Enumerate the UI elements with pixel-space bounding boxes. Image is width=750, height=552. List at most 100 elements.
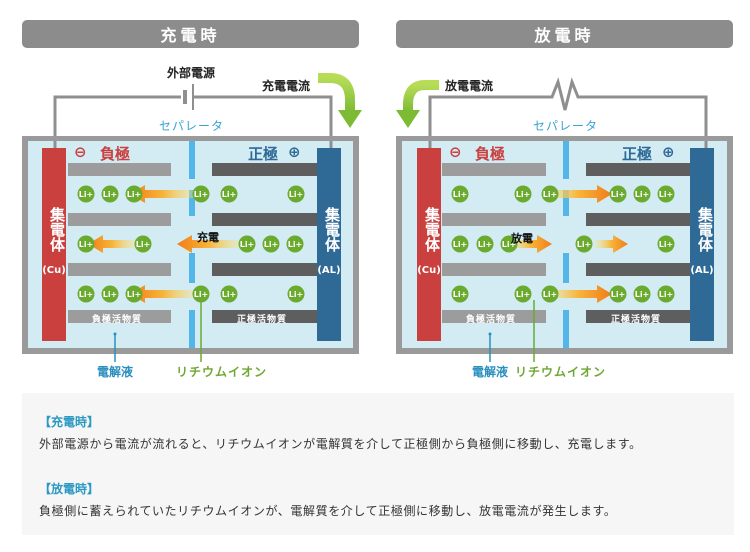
lithium-ion-icon	[657, 285, 675, 303]
lithium-ion-symbol: Li+	[127, 190, 142, 199]
lithium-ion-symbol: Li+	[79, 190, 94, 199]
lithium-ion-icon	[77, 285, 95, 303]
discharge-title: 放電時	[396, 20, 733, 48]
lithium-ion-icon	[451, 185, 469, 203]
ion-arrow	[545, 185, 612, 203]
ion-arrow	[177, 235, 240, 253]
lithium-ion-icon	[514, 285, 532, 303]
positive-electrode-label: 正極	[248, 145, 279, 163]
lithium-ion-icon	[262, 235, 280, 253]
lithium-ion-symbol: Li+	[79, 240, 94, 249]
lithium-ion-symbol: Li+	[635, 190, 650, 199]
discharge-lithium-ions: Li+ Li+ Li+ Li+ Li+ Li+ Li+ Li+ Li+ Li+ Li+ Li+ Li+ L…	[451, 185, 675, 303]
lithium-ion-icon	[286, 235, 304, 253]
charge-diagram: 充電時	[0, 0, 375, 385]
lithium-ion-icon	[541, 285, 559, 303]
discharge-battery-svg: Li+ Li+ Li+ Li+ Li+ Li+ Li+ Li+ Li+ Li+ Li+ Li+ Li+ L…	[396, 77, 733, 362]
lithium-ion-symbol: Li+	[103, 190, 118, 199]
external-wire	[53, 95, 333, 138]
negative-collector-material: (Cu)	[42, 265, 66, 276]
lithium-ion-label: リチウムイオン	[515, 365, 607, 379]
lithium-ion-symbol: Li+	[502, 240, 517, 249]
minus-icon: ⊖	[74, 143, 87, 161]
lithium-ion-symbol: Li+	[516, 290, 531, 299]
plus-icon: ⊕	[662, 143, 675, 161]
ion-arrow	[595, 235, 628, 253]
charge-description: 外部電源から電流が流れると、リチウムイオンが電解質を介して正極側から負極側に移動…	[39, 437, 642, 451]
plus-icon: ⊕	[288, 143, 301, 161]
external-wire	[428, 77, 708, 138]
discharge-heading: 【放電時】	[39, 482, 100, 496]
lithium-ion-icon	[192, 185, 210, 203]
positive-material-label: 正極活物質	[611, 315, 662, 325]
positive-material-label: 正極活物質	[237, 315, 288, 325]
ion-arrow	[130, 285, 196, 303]
lithium-ion-icon	[451, 235, 469, 253]
negative-electrode-label: 負極	[475, 145, 506, 163]
separator-label: セパレータ	[159, 119, 225, 133]
lithium-ion-symbol: Li+	[194, 290, 209, 299]
lithium-ion-icon	[514, 185, 532, 203]
lithium-ion-icon	[220, 285, 238, 303]
lithium-ion-label: リチウムイオン	[176, 365, 268, 379]
minus-icon: ⊖	[449, 143, 462, 161]
lithium-ion-icon	[125, 185, 143, 203]
lithium-ion-icon	[220, 185, 238, 203]
ion-arrow	[88, 235, 136, 253]
lithium-ion-symbol: Li+	[79, 290, 94, 299]
positive-collector-label: 集電体	[323, 207, 341, 252]
positive-collector-material: (AL)	[317, 265, 341, 276]
discharge-current-label: 放電電流	[445, 79, 494, 93]
lithium-ion-symbol: Li+	[635, 290, 650, 299]
charge-battery-svg: Li+Li+Li+Li+Li+Li+Li+Li+Li+Li+Li+Li+Li+L…	[22, 73, 362, 362]
lithium-ion-icon	[101, 285, 119, 303]
lithium-ion-symbol: Li+	[543, 290, 558, 299]
lithium-ion-icon	[500, 235, 518, 253]
lithium-ion-icon	[476, 235, 494, 253]
lithium-ion-symbol: Li+	[453, 190, 468, 199]
positive-collector	[690, 148, 714, 341]
lithium-ion-symbol: Li+	[659, 290, 674, 299]
lithium-ion-symbol: Li+	[240, 240, 255, 249]
ion-arrow	[510, 235, 552, 253]
lithium-ion-symbol: Li+	[453, 240, 468, 249]
lithium-ion-symbol: Li+	[659, 190, 674, 199]
lithium-ion-symbol: Li+	[288, 240, 303, 249]
lithium-ion-symbol: Li+	[289, 290, 304, 299]
lithium-ion-icon	[287, 185, 305, 203]
lithium-ion-icon	[192, 285, 210, 303]
positive-electrode-label: 正極	[622, 145, 653, 163]
lithium-ion-symbol: Li+	[659, 240, 674, 249]
electrolyte-label: 電解液	[472, 365, 509, 379]
separator-label: セパレータ	[533, 119, 599, 133]
negative-electrode-label: 負極	[100, 145, 131, 163]
negative-material-label: 負極活物質	[92, 315, 143, 325]
separator	[563, 141, 569, 348]
negative-material-plates	[68, 163, 171, 323]
lithium-ion-icon	[238, 235, 256, 253]
lithium-ion-icon	[609, 285, 627, 303]
process-label: 放電	[511, 232, 533, 245]
negative-collector-label: 集電体	[48, 207, 66, 252]
lithium-ion-symbol: Li+	[136, 240, 151, 249]
charge-current-arrow	[318, 73, 355, 112]
lithium-ion-icon	[101, 185, 119, 203]
negative-material-plates	[442, 163, 546, 323]
lithium-ion-icon	[633, 285, 651, 303]
charge-lithium-ions: Li+Li+Li+Li+Li+Li+Li+Li+Li+Li+Li+Li+Li+L…	[77, 185, 305, 303]
lithium-ion-icon	[575, 235, 593, 253]
process-label: 充電	[197, 231, 219, 244]
lithium-ion-icon	[287, 285, 305, 303]
negative-collector-label: 集電体	[423, 207, 441, 252]
lithium-ion-icon	[541, 185, 559, 203]
lithium-ion-symbol: Li+	[577, 240, 592, 249]
lithium-ion-symbol: Li+	[611, 290, 626, 299]
lithium-ion-icon	[609, 185, 627, 203]
lithium-ion-icon	[125, 285, 143, 303]
charge-current-label: 充電電流	[262, 79, 311, 93]
lithium-ion-symbol: Li+	[611, 190, 626, 199]
discharge-description: 負極側に蓄えられていたリチウムイオンが、電解質を介して正極側に移動し、放電電流が…	[39, 504, 617, 518]
lithium-ion-symbol: Li+	[103, 290, 118, 299]
lithium-ion-symbol: Li+	[194, 190, 209, 199]
lithium-ion-symbol: Li+	[516, 190, 531, 199]
